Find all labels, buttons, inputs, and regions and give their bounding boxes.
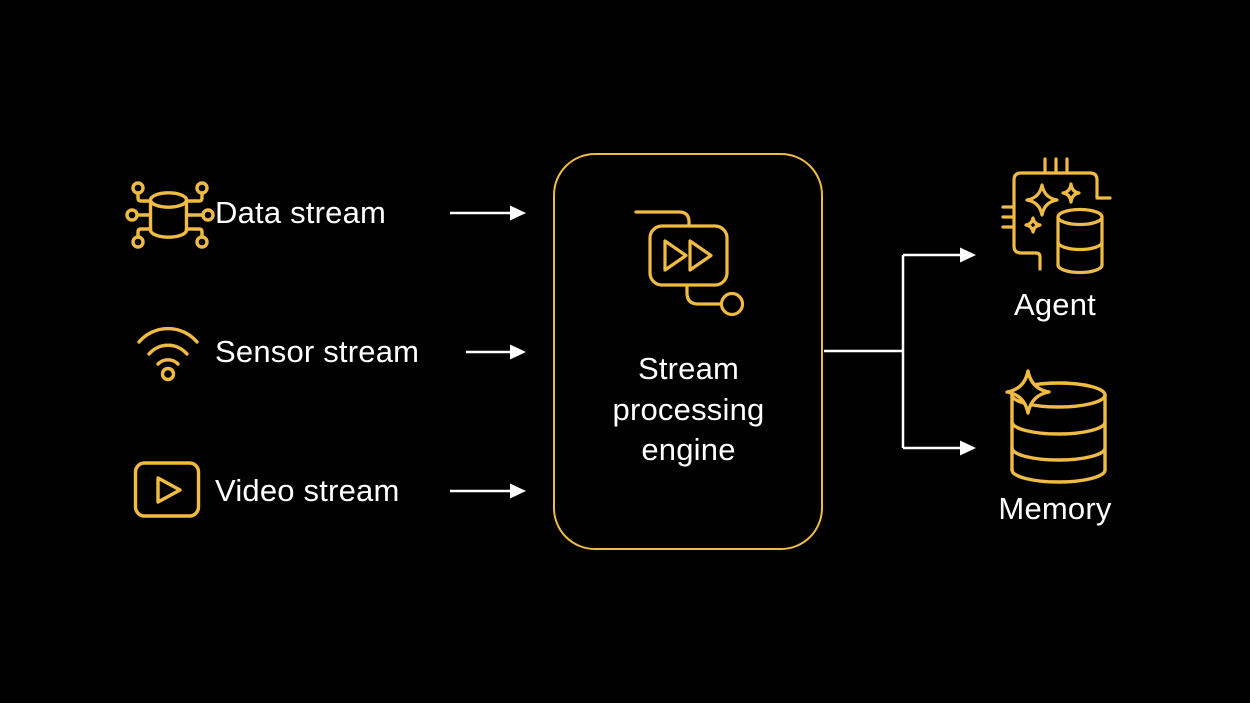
processor-label-line-2: processing [612, 391, 765, 427]
output-branch-connector [824, 253, 961, 450]
chip-sparkle-database-icon [1001, 157, 1112, 275]
database-sparkle-icon [1005, 369, 1107, 484]
data-stream-arrow [450, 205, 526, 221]
input-label-data-stream: Data stream [215, 195, 387, 230]
input-label-sensor-stream: Sensor stream [215, 334, 420, 369]
processor-label: Stream processing engine [553, 349, 824, 471]
fast-forward-flow-icon [634, 210, 745, 317]
processor-label-line-1: Stream [637, 351, 740, 386]
agent-arrowhead [960, 247, 976, 263]
video-stream-arrow [450, 483, 526, 499]
memory-arrowhead [960, 440, 976, 456]
wifi-signal-icon [137, 326, 199, 382]
processor-label-line-3: engine [641, 432, 736, 467]
output-label-agent: Agent [1013, 287, 1096, 322]
output-label-memory: Memory [998, 491, 1112, 526]
sensor-stream-arrow [466, 344, 526, 360]
video-play-icon [133, 461, 201, 518]
stream-processing-engine-box [553, 153, 823, 550]
input-label-video-stream: Video stream [215, 473, 400, 508]
database-circuit-icon [125, 181, 215, 249]
